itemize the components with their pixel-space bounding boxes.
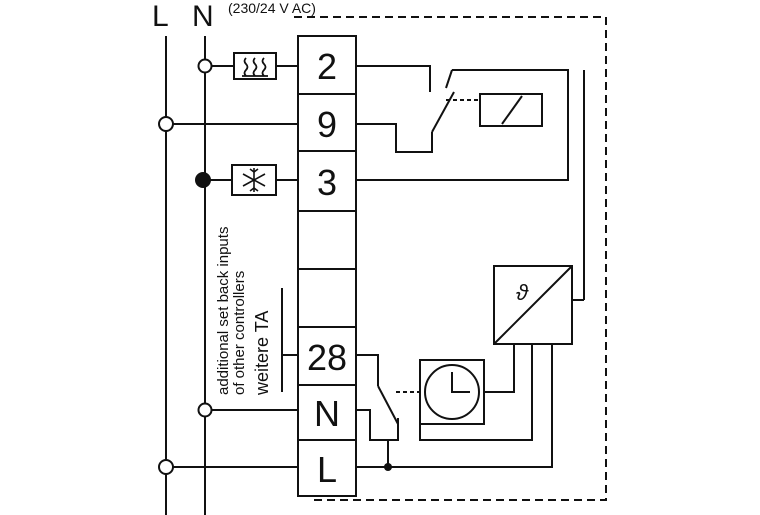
changeover-contact <box>356 65 480 153</box>
relay-coil-wiring <box>356 69 585 300</box>
temperature-sensor-icon: ϑ <box>493 265 573 345</box>
terminal-9-label: 9 <box>317 104 337 145</box>
timer-contact <box>356 354 420 441</box>
terminal-N-node-top <box>197 58 213 74</box>
setback-annotation: additional set back inputs of other cont… <box>215 227 283 396</box>
terminal-N-node-bottom <box>197 402 213 418</box>
terminal-L-label: L <box>317 449 337 490</box>
terminal-block <box>297 35 357 497</box>
terminal-N-label: N <box>314 393 340 434</box>
sensor-glyph: ϑ <box>516 280 529 305</box>
neutral-junction <box>195 172 211 188</box>
terminal-3-label: 3 <box>317 162 337 203</box>
relay-coil-icon <box>479 93 543 127</box>
heating-icon <box>233 52 277 80</box>
neutral-label: N <box>192 0 214 33</box>
annotation-line-1: additional set back inputs <box>215 227 232 395</box>
L-junction <box>384 463 392 471</box>
terminal-L-node-bottom <box>158 459 174 475</box>
annotation-line-2: of other controllers <box>231 271 248 395</box>
terminal-2-label: 2 <box>317 46 337 87</box>
annotation-line-3: weitere TA <box>252 311 272 396</box>
clock-icon <box>419 359 485 425</box>
terminal-L-node-9 <box>158 116 174 132</box>
line-label: L <box>152 0 169 33</box>
terminal-28-label: 28 <box>307 337 347 378</box>
voltage-note: (230/24 V AC) <box>228 0 316 16</box>
snowflake-icon <box>231 164 277 196</box>
dashed-enclosure <box>294 16 607 501</box>
